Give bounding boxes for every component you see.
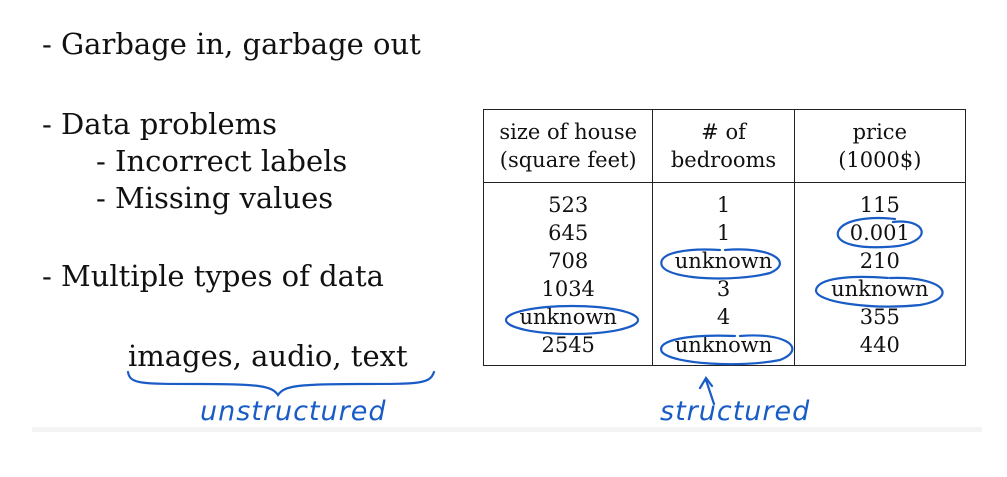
header-line: # of (701, 120, 746, 144)
table-cell: unknown (793, 275, 967, 303)
table-cell: 1 (652, 182, 795, 219)
unstructured-data-examples: images, audio, text (128, 339, 408, 373)
table-row: 708 unknown 210 (482, 247, 967, 275)
table-cell: 645 (482, 219, 654, 247)
header-bedrooms: # of bedrooms (652, 109, 795, 183)
table-cell: 115 (793, 182, 967, 219)
table-row: 523 1 115 (482, 182, 967, 219)
bullet-data-problems: - Data problems (42, 107, 277, 141)
header-line: bedrooms (670, 148, 777, 172)
underline-brace (126, 370, 436, 397)
header-price: price (1000$) (793, 109, 967, 183)
table-row: 2545 unknown 440 (482, 331, 967, 366)
bullet-garbage-in-garbage-out: - Garbage in, garbage out (42, 27, 421, 61)
table-cell: unknown (482, 303, 654, 331)
header-line: size of house (499, 120, 638, 144)
sub-bullet-missing-values: - Missing values (96, 181, 334, 215)
table-cell: 523 (482, 182, 654, 219)
annotation-structured: structured (660, 396, 811, 427)
slide-bottom-divider (32, 427, 982, 432)
header-line: (1000$) (838, 148, 922, 172)
header-line: (square feet) (499, 148, 637, 172)
table-cell: 1034 (482, 275, 654, 303)
table-cell: 440 (793, 331, 967, 366)
sub-bullet-incorrect-labels: - Incorrect labels (96, 144, 348, 178)
table-cell: 210 (793, 247, 967, 275)
annotation-unstructured: unstructured (200, 396, 387, 427)
bullet-multiple-types-of-data: - Multiple types of data (42, 259, 384, 293)
table-cell: unknown (652, 247, 795, 275)
header-size-of-house: size of house (square feet) (482, 109, 654, 183)
table-row: 1034 3 unknown (482, 275, 967, 303)
table-cell: 708 (482, 247, 654, 275)
header-line: price (852, 120, 907, 144)
table-cell: 355 (793, 303, 967, 331)
table-row: 645 1 0.001 (482, 219, 967, 247)
table-cell: 1 (652, 219, 795, 247)
table-header-row: size of house (square feet) # of bedroom… (482, 109, 967, 183)
table-cell: 0.001 (793, 219, 967, 247)
house-data-table: size of house (square feet) # of bedroom… (482, 109, 967, 366)
table-cell: 3 (652, 275, 795, 303)
table-cell: 2545 (482, 331, 654, 366)
table-cell: unknown (652, 331, 795, 366)
table-row: unknown 4 355 (482, 303, 967, 331)
table-cell: 4 (652, 303, 795, 331)
